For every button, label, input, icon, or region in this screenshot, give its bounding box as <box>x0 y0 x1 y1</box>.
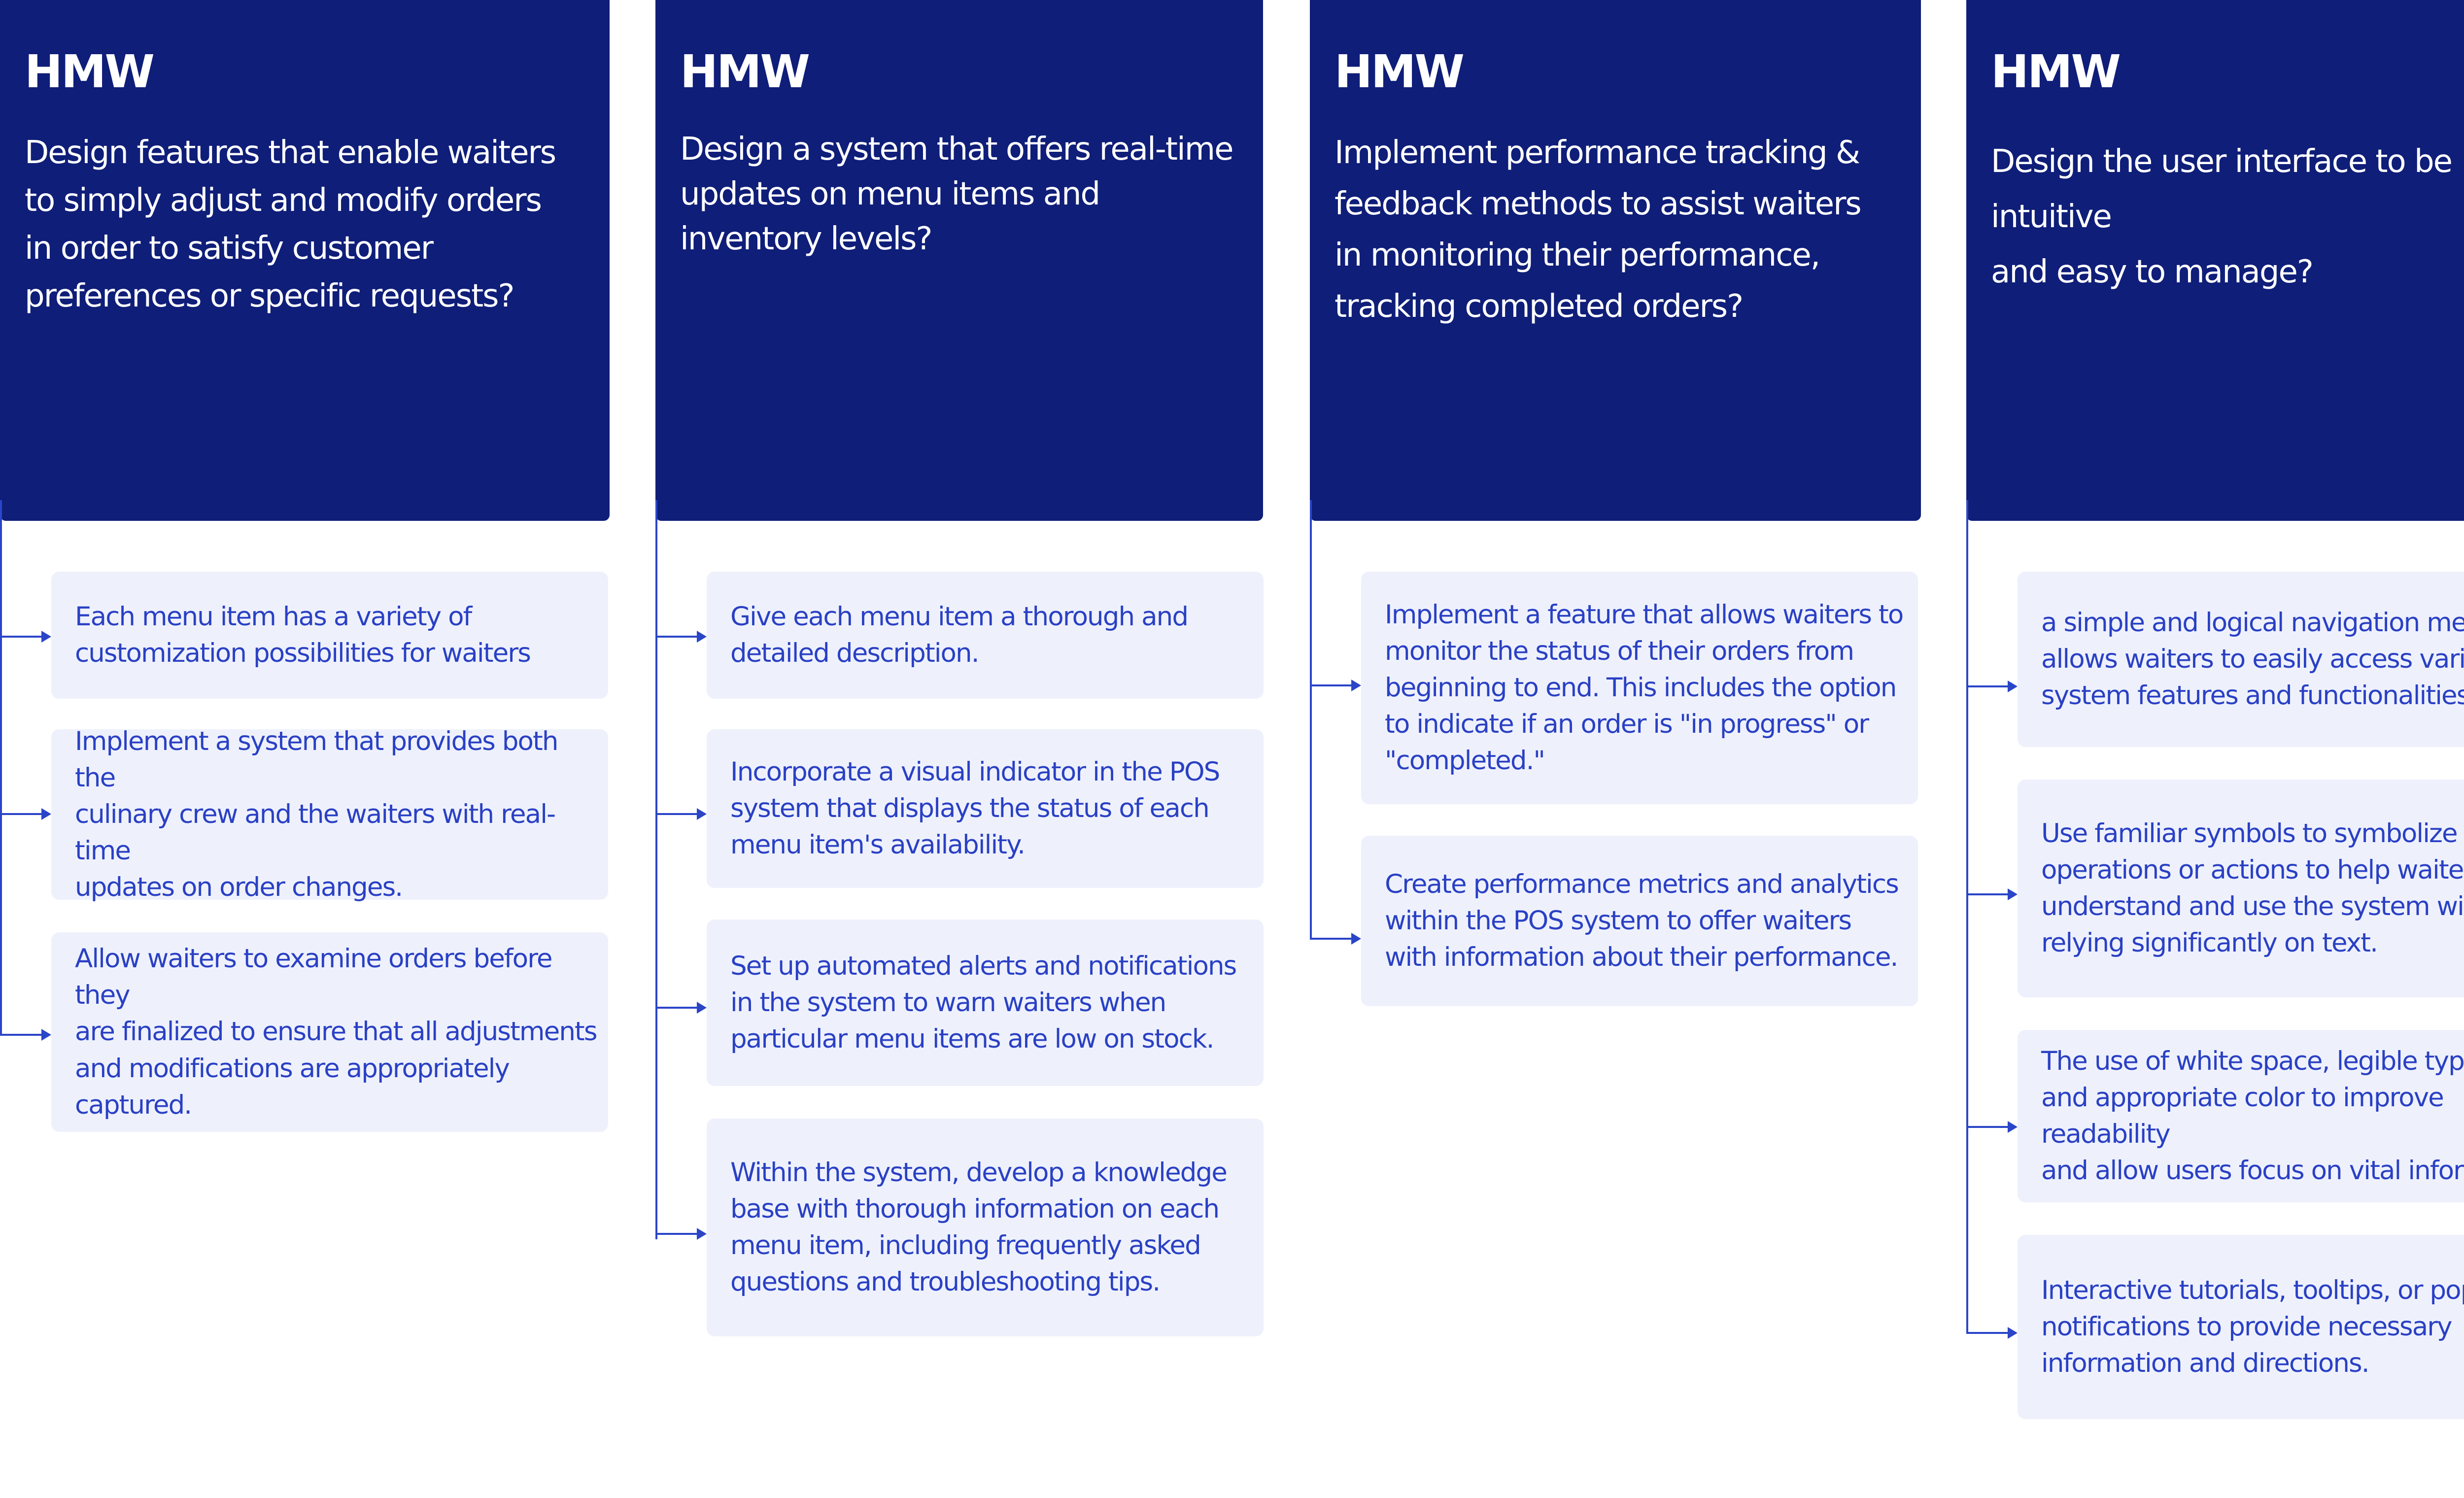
idea-card: Give each menu item a thorough and detai… <box>707 572 1264 699</box>
arrow-right-icon <box>1351 933 1361 945</box>
arrow-right-icon <box>2008 1327 2018 1339</box>
idea-card: The use of white space, legible typeface… <box>2018 1030 2464 1202</box>
hmw-header-card: HMW Design the user interface to be intu… <box>1966 0 2464 521</box>
idea-card: Incorporate a visual indicator in the PO… <box>707 729 1264 888</box>
idea-card: Implement a system that provides both th… <box>51 726 608 902</box>
hmw-title: HMW <box>680 45 810 98</box>
idea-card: Implement a feature that allows waiters … <box>1361 572 1918 804</box>
arrow-right-icon <box>1351 680 1361 691</box>
arrow-right-icon <box>697 808 707 820</box>
hmw-title: HMW <box>25 45 155 98</box>
connector-branch <box>1966 1126 2008 1128</box>
connector-branch <box>0 636 42 638</box>
connector-trunk <box>0 500 2 1035</box>
hmw-question: Design a system that offers real-time up… <box>680 131 1233 257</box>
arrow-right-icon <box>41 1029 51 1041</box>
hmw-title: HMW <box>1991 45 2121 98</box>
connector-branch <box>1310 938 1352 940</box>
connector-branch <box>1966 1332 2008 1334</box>
connector-trunk <box>1966 500 1968 1333</box>
connector-trunk <box>1310 500 1312 939</box>
idea-card: Interactive tutorials, tooltips, or pop-… <box>2018 1235 2464 1419</box>
connector-branch <box>655 813 697 815</box>
arrow-right-icon <box>41 808 51 820</box>
idea-card: Allow waiters to examine orders before t… <box>51 932 608 1132</box>
hmw-question: Design features that enable waiters to s… <box>25 135 556 314</box>
arrow-right-icon <box>2008 888 2018 900</box>
idea-card: Within the system, develop a knowledge b… <box>707 1119 1264 1336</box>
arrow-right-icon <box>697 1228 707 1240</box>
hmw-title: HMW <box>1335 45 1465 98</box>
connector-branch <box>655 1007 697 1009</box>
hmw-question: Implement performance tracking & feedbac… <box>1335 135 1862 325</box>
idea-card: a simple and logical navigation menu tha… <box>2018 572 2464 747</box>
hmw-header-card: HMW Implement performance tracking & fee… <box>1310 0 1921 521</box>
arrow-right-icon <box>697 1002 707 1014</box>
hmw-header-card: HMW Design a system that offers real-tim… <box>655 0 1263 521</box>
hmw-question: Design the user interface to be intuitiv… <box>1991 143 2453 290</box>
idea-card: Set up automated alerts and notification… <box>707 919 1264 1086</box>
arrow-right-icon <box>697 631 707 643</box>
connector-branch <box>0 813 42 815</box>
arrow-right-icon <box>2008 1121 2018 1133</box>
idea-card: Each menu item has a variety of customiz… <box>51 572 608 699</box>
connector-trunk <box>655 500 657 1239</box>
connector-branch <box>655 1233 697 1235</box>
connector-branch <box>1966 685 2008 687</box>
hmw-header-card: HMW Design features that enable waiters … <box>0 0 610 521</box>
connector-branch <box>1966 893 2008 895</box>
connector-branch <box>655 636 697 638</box>
idea-card: Use familiar symbols to symbolize specif… <box>2018 780 2464 997</box>
connector-branch <box>1310 684 1352 686</box>
arrow-right-icon <box>41 631 51 643</box>
connector-branch <box>0 1034 42 1036</box>
idea-card: Create performance metrics and analytics… <box>1361 836 1918 1006</box>
arrow-right-icon <box>2008 681 2018 692</box>
